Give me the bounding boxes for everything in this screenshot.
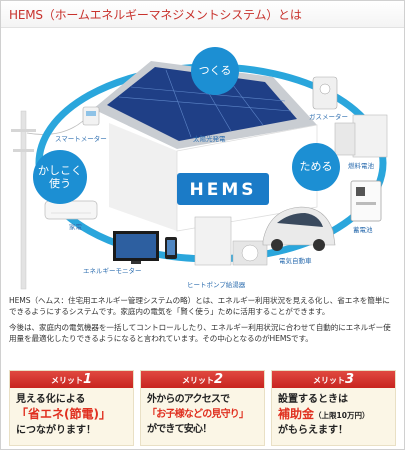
smart-meter-label: スマートメーター: [55, 135, 107, 143]
merit-card: メリット3 設置するときは 補助金（上限10万円） がもらえます！: [271, 370, 396, 446]
energy-monitor-label: エネルギーモニター: [83, 267, 142, 275]
merit-note: （上限10万円）: [314, 411, 370, 420]
merit-text: 見える化による 「省エネ(節電)」 につながります！: [16, 392, 132, 438]
electric-car-icon: [262, 206, 336, 251]
merit-number: 1: [82, 372, 93, 387]
house-illustration: HEMS: [93, 61, 318, 232]
merit-tab: メリット3: [272, 371, 395, 388]
merit-line-3: ができて安心！: [147, 424, 212, 435]
air-conditioner-icon: [44, 200, 98, 220]
fuel-cell-label: 燃料電池: [348, 162, 374, 170]
smart-meter-icon: [82, 106, 100, 126]
gas-meter-icon: [312, 76, 338, 110]
storage-battery-label: 蓄電池: [353, 226, 373, 234]
merits-section: メリット1 見える化による 「省エネ(節電)」 につながります！ メリット2 外…: [9, 370, 397, 446]
description-paragraph-2: 今後は、家庭内の電気機器を一括してコントロールしたり、エネルギー利用状況に合わせ…: [9, 323, 391, 343]
hems-center-badge: [177, 173, 269, 205]
storage-battery-icon: [350, 180, 382, 222]
appliances-label: 家電: [69, 223, 82, 231]
merit-tab: メリット2: [141, 371, 264, 388]
heat-pump-label: ヒートポンプ給湯器: [187, 281, 246, 289]
smart-use-bubble: [33, 150, 87, 204]
store-bubble: [292, 143, 340, 191]
fuel-cell-icon: [334, 114, 388, 158]
merit-text: 外からのアクセスで 「お子様などの見守り」 ができて安心！: [147, 392, 263, 437]
utility-pole-icon: [11, 110, 36, 290]
energy-monitor-icon: [113, 231, 177, 264]
section-header: HEMS（ホームエネルギーマネジメントシステム）とは: [1, 1, 404, 28]
hems-diagram-illustration: HEMS: [11, 47, 388, 290]
merit-tab: メリット1: [10, 371, 133, 388]
heat-pump-icon: [194, 216, 268, 266]
merit-card: メリット1 見える化による 「省エネ(節電)」 につながります！: [9, 370, 134, 446]
create-bubble: [191, 47, 239, 95]
hems-center-label: HEMS: [189, 180, 256, 200]
description-paragraph-1: HEMS（ヘムス：住宅用エネルギー管理システムの略）とは、エネルギー利用状況を見…: [9, 296, 390, 316]
merit-line-1: 外からのアクセスで: [147, 394, 230, 405]
merit-tab-label: メリット: [312, 376, 345, 385]
smart-use-bubble-label: かしこく 使う: [38, 164, 82, 190]
merit-line-3: につながります！: [16, 425, 96, 436]
merit-text: 設置するときは 補助金（上限10万円） がもらえます！: [278, 392, 394, 438]
hems-diagram: HEMS: [1, 27, 404, 291]
merit-highlight: 「お子様などの見守り」: [147, 409, 249, 420]
page-title: HEMS（ホームエネルギーマネジメントシステム）とは: [9, 8, 302, 22]
create-bubble-label: つくる: [198, 64, 232, 77]
merit-line-1: 見える化による: [16, 394, 86, 405]
merit-tab-label: メリット: [50, 376, 83, 385]
merit-card: メリット2 外からのアクセスで 「お子様などの見守り」 ができて安心！: [140, 370, 265, 446]
ev-label: 電気自動車: [279, 257, 312, 265]
gas-meter-label: ガスメーター: [309, 113, 348, 121]
merit-highlight: 補助金: [278, 407, 315, 421]
merit-highlight: 「省エネ(節電)」: [16, 407, 111, 421]
merit-line-3: がもらえます！: [278, 425, 348, 436]
store-bubble-label: ためる: [299, 160, 333, 173]
merit-line-1: 設置するときは: [278, 394, 348, 405]
solar-label: 太陽光発電: [193, 135, 226, 143]
merit-tab-label: メリット: [181, 376, 214, 385]
merit-number: 2: [213, 372, 224, 387]
merit-number: 3: [344, 372, 355, 387]
